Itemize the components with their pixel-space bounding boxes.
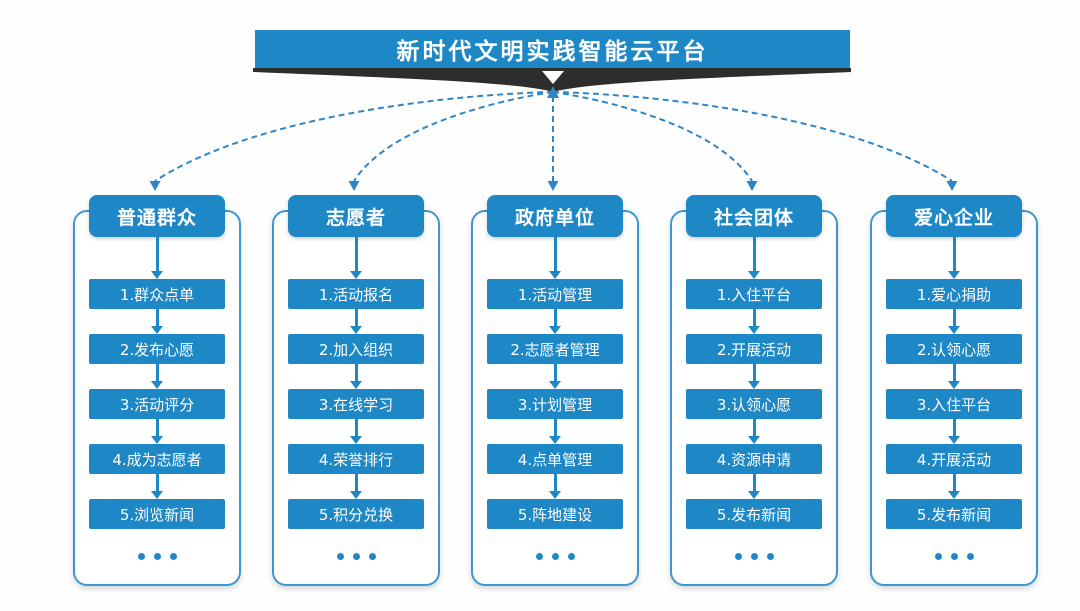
step-box: 3.活动评分	[89, 389, 225, 419]
step-box: 1.群众点单	[89, 279, 225, 309]
down-arrow-icon	[151, 237, 163, 279]
ellipsis-icon	[535, 553, 575, 560]
step-box: 4.开展活动	[886, 444, 1022, 474]
connector-lines	[149, 86, 958, 191]
down-arrow-icon	[948, 309, 960, 334]
down-arrow-icon	[151, 309, 163, 334]
down-arrow-icon	[549, 364, 561, 389]
down-arrow-icon	[549, 237, 561, 279]
down-arrow-icon	[350, 474, 362, 499]
down-arrow-icon	[948, 474, 960, 499]
step-flow: 1.入住平台 2.开展活动 3.认领心愿 4.资源申请 5.发布新闻	[672, 237, 836, 560]
connector-arrowhead-icon	[746, 181, 758, 191]
role-column-zhengfu-danwei: 政府单位 1.活动管理 2.志愿者管理 3.计划管理 4.点单管理 5.阵地建设	[471, 195, 639, 586]
connector-arrowhead-icon	[348, 181, 360, 191]
down-arrow-icon	[948, 419, 960, 444]
banner-down-arrow-icon	[542, 71, 564, 84]
connector-arrowhead-icon	[547, 181, 559, 191]
step-box: 1.入住平台	[686, 279, 822, 309]
step-box: 4.成为志愿者	[89, 444, 225, 474]
role-header: 政府单位	[487, 195, 623, 237]
step-box: 4.点单管理	[487, 444, 623, 474]
down-arrow-icon	[748, 419, 760, 444]
role-column-shehui-tuanti: 社会团体 1.入住平台 2.开展活动 3.认领心愿 4.资源申请 5.发布新闻	[670, 195, 838, 586]
down-arrow-icon	[748, 237, 760, 279]
step-flow: 1.活动管理 2.志愿者管理 3.计划管理 4.点单管理 5.阵地建设	[473, 237, 637, 560]
down-arrow-icon	[948, 237, 960, 279]
title-ribbon	[253, 68, 851, 92]
step-box: 5.阵地建设	[487, 499, 623, 529]
down-arrow-icon	[748, 309, 760, 334]
step-box: 3.认领心愿	[686, 389, 822, 419]
ellipsis-icon	[934, 553, 974, 560]
step-box: 1.活动管理	[487, 279, 623, 309]
down-arrow-icon	[549, 474, 561, 499]
connector-arrowhead-icon	[946, 181, 958, 191]
role-column-putong-qunzhong: 普通群众 1.群众点单 2.发布心愿 3.活动评分 4.成为志愿者 5.浏览新闻	[73, 195, 241, 586]
down-arrow-icon	[350, 419, 362, 444]
role-header: 社会团体	[686, 195, 822, 237]
ellipsis-icon	[734, 553, 774, 560]
role-header: 爱心企业	[886, 195, 1022, 237]
step-box: 5.发布新闻	[886, 499, 1022, 529]
down-arrow-icon	[948, 364, 960, 389]
role-header: 志愿者	[288, 195, 424, 237]
role-column-aixin-qiye: 爱心企业 1.爱心捐助 2.认领心愿 3.入住平台 4.开展活动 5.发布新闻	[870, 195, 1038, 586]
diagram-title: 新时代文明实践智能云平台	[255, 30, 850, 68]
step-box: 2.加入组织	[288, 334, 424, 364]
step-box: 1.活动报名	[288, 279, 424, 309]
down-arrow-icon	[350, 237, 362, 279]
step-flow: 1.爱心捐助 2.认领心愿 3.入住平台 4.开展活动 5.发布新闻	[872, 237, 1036, 560]
step-box: 1.爱心捐助	[886, 279, 1022, 309]
down-arrow-icon	[549, 419, 561, 444]
step-box: 4.资源申请	[686, 444, 822, 474]
step-box: 5.发布新闻	[686, 499, 822, 529]
down-arrow-icon	[151, 364, 163, 389]
step-box: 3.计划管理	[487, 389, 623, 419]
down-arrow-icon	[350, 309, 362, 334]
step-box: 4.荣誉排行	[288, 444, 424, 474]
step-box: 3.入住平台	[886, 389, 1022, 419]
step-box: 3.在线学习	[288, 389, 424, 419]
step-box: 5.积分兑换	[288, 499, 424, 529]
step-box: 2.发布心愿	[89, 334, 225, 364]
down-arrow-icon	[748, 474, 760, 499]
down-arrow-icon	[151, 474, 163, 499]
hub-up-arrow-icon	[547, 86, 559, 98]
step-box: 2.认领心愿	[886, 334, 1022, 364]
step-box: 2.志愿者管理	[487, 334, 623, 364]
step-flow: 1.群众点单 2.发布心愿 3.活动评分 4.成为志愿者 5.浏览新闻	[75, 237, 239, 560]
down-arrow-icon	[549, 309, 561, 334]
step-box: 5.浏览新闻	[89, 499, 225, 529]
connector-arrowhead-icon	[149, 181, 161, 191]
down-arrow-icon	[350, 364, 362, 389]
ellipsis-icon	[137, 553, 177, 560]
step-box: 2.开展活动	[686, 334, 822, 364]
down-arrow-icon	[748, 364, 760, 389]
role-header: 普通群众	[89, 195, 225, 237]
step-flow: 1.活动报名 2.加入组织 3.在线学习 4.荣誉排行 5.积分兑换	[274, 237, 438, 560]
ellipsis-icon	[336, 553, 376, 560]
role-column-zhiyuanzhe: 志愿者 1.活动报名 2.加入组织 3.在线学习 4.荣誉排行 5.积分兑换	[272, 195, 440, 586]
down-arrow-icon	[151, 419, 163, 444]
